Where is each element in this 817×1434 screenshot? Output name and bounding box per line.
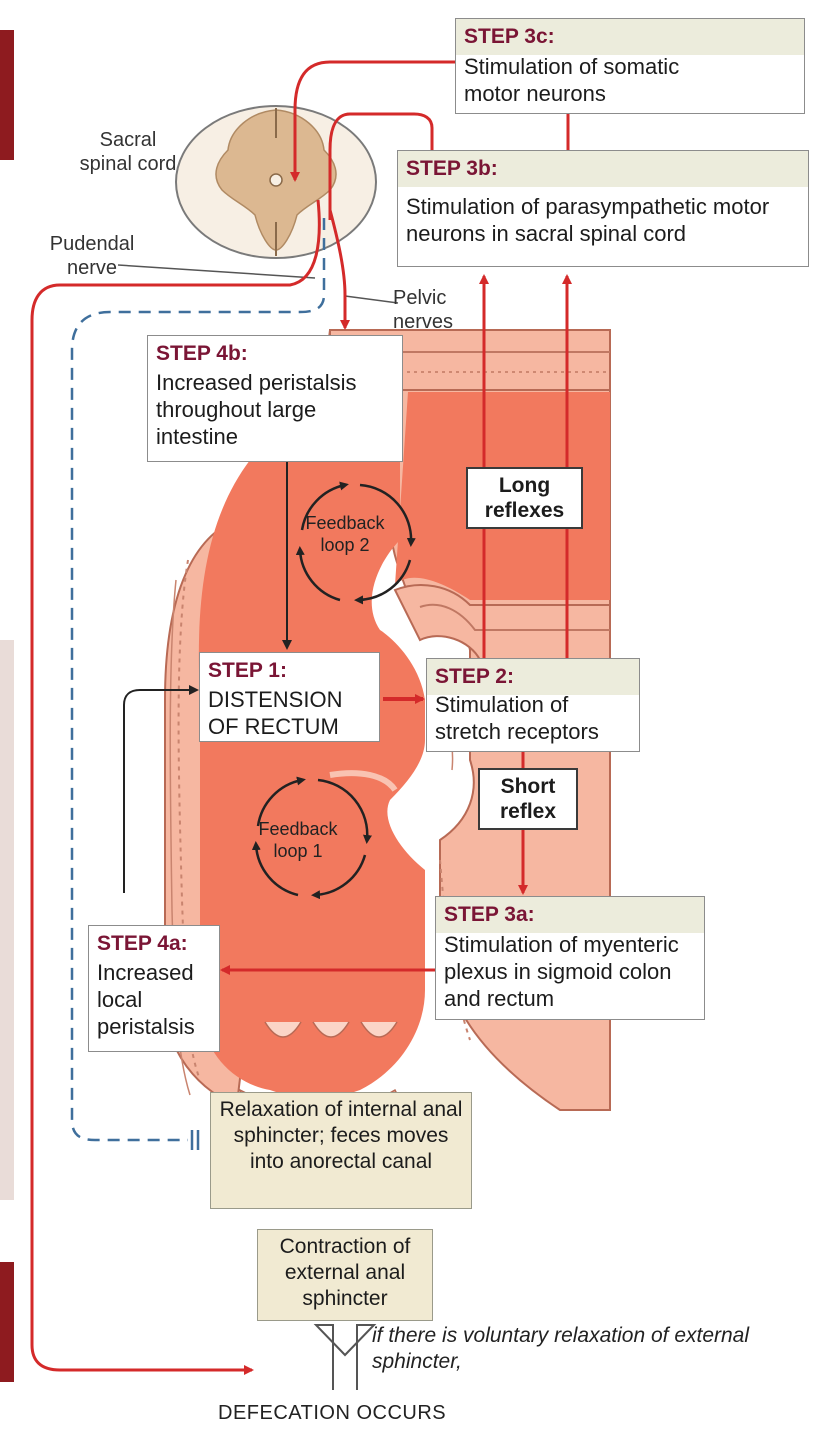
step-4b-title: STEP 4b: xyxy=(156,340,394,367)
feedback-loop-1-label: Feedback loop 1 xyxy=(258,818,338,862)
step-3b-box: STEP 3b: Stimulation of parasympathetic … xyxy=(397,150,809,267)
step-4a-text: Increased local peristalsis xyxy=(97,959,207,1040)
step-1-box: STEP 1: DISTENSION OF RECTUM xyxy=(199,652,380,742)
step-2-title: STEP 2: xyxy=(435,663,631,690)
internal-sphincter-box: Relaxation of internal anal sphincter; f… xyxy=(210,1092,472,1209)
defecation-occurs-label: DEFECATION OCCURS xyxy=(218,1402,478,1425)
step-4b-box: STEP 4b: Increased peristalsis throughou… xyxy=(147,335,403,462)
step-2-box: STEP 2: Stimulation of stretch receptors xyxy=(426,658,640,752)
step-4b-text: Increased peristalsis throughout large i… xyxy=(156,369,392,450)
external-sphincter-text: Contraction of external anal sphincter xyxy=(266,1234,424,1312)
pelvic-nerves-label: Pelvic nerves xyxy=(393,286,473,334)
external-sphincter-box: Contraction of external anal sphincter xyxy=(257,1229,433,1321)
sacral-spinal-cord-label: Sacral spinal cord xyxy=(78,128,178,176)
step-3a-box: STEP 3a: Stimulation of myenteric plexus… xyxy=(435,896,705,1020)
step-3b-title: STEP 3b: xyxy=(406,155,800,182)
step-1-title: STEP 1: xyxy=(208,657,371,684)
inhibition-bar xyxy=(192,1130,198,1150)
step-3a-title: STEP 3a: xyxy=(444,901,696,928)
feedback-loop-2-label: Feedback loop 2 xyxy=(305,512,385,556)
long-reflexes-tag: Long reflexes xyxy=(466,467,583,529)
pudendal-nerve-label: Pudendal nerve xyxy=(42,232,142,280)
step-1-text: DISTENSION OF RECTUM xyxy=(208,686,358,740)
voluntary-relaxation-note: if there is voluntary relaxation of exte… xyxy=(372,1323,772,1375)
internal-sphincter-text: Relaxation of internal anal sphincter; f… xyxy=(219,1097,463,1175)
step-2-text: Stimulation of stretch receptors xyxy=(435,691,625,745)
step-3a-text: Stimulation of myenteric plexus in sigmo… xyxy=(444,931,696,1012)
short-reflex-tag: Short reflex xyxy=(478,768,578,830)
defecation-arrow xyxy=(316,1325,374,1390)
step-4a-box: STEP 4a: Increased local peristalsis xyxy=(88,925,220,1052)
spinal-cord-cross-section xyxy=(176,106,376,258)
step-3c-box: STEP 3c: Stimulation of somatic motor ne… xyxy=(455,18,805,114)
step-3c-title: STEP 3c: xyxy=(464,23,796,50)
step-3b-text: Stimulation of parasympathetic motor neu… xyxy=(406,193,800,247)
step-4a-title: STEP 4a: xyxy=(97,930,211,957)
step-3c-text: Stimulation of somatic motor neurons xyxy=(464,53,724,107)
